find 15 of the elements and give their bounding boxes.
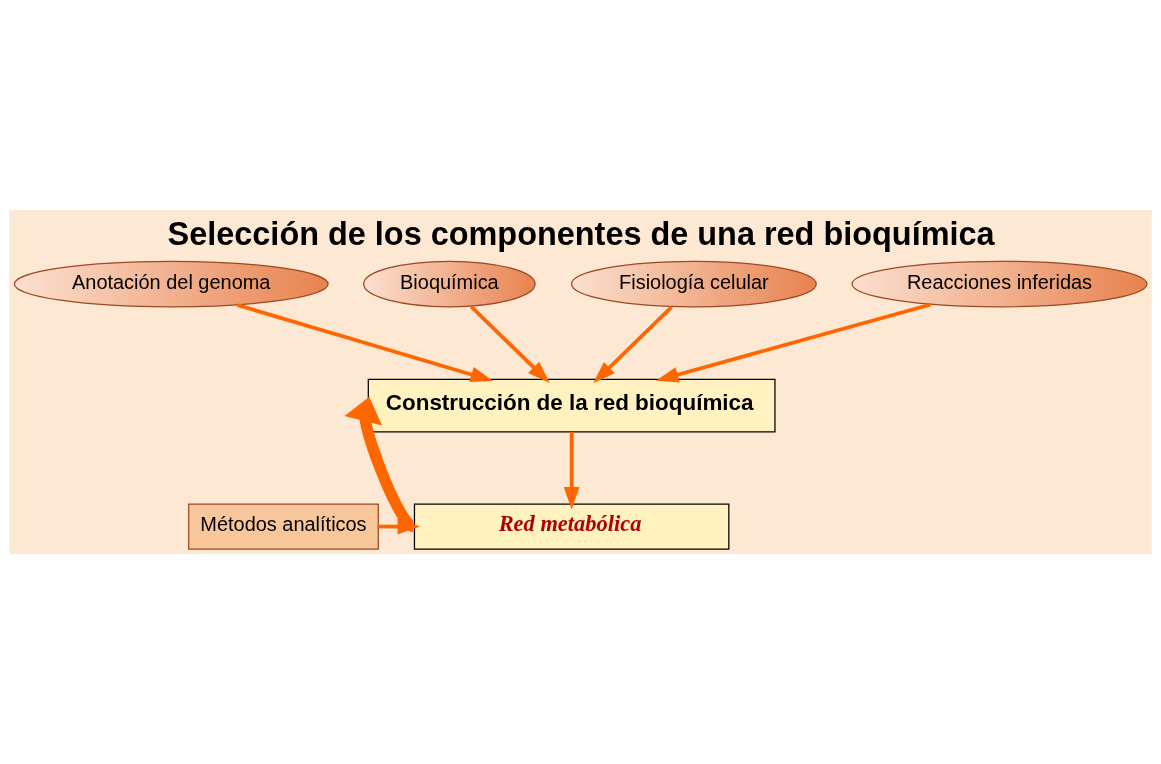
diagram-title: Selección de los componentes de una red bioquímica — [167, 215, 995, 252]
node-box: Red metabólica — [413, 503, 730, 550]
node-ellipse: Fisiología celular — [570, 260, 817, 308]
arrow — [469, 305, 550, 384]
node-ellipse: Anotación del genoma — [13, 260, 329, 308]
arrow — [593, 305, 673, 384]
arrow — [655, 302, 932, 383]
node-ellipse: Reacciones inferidas — [851, 260, 1148, 308]
arrow — [236, 303, 494, 383]
arrow — [378, 518, 421, 535]
node-box: Métodos analíticos — [188, 503, 379, 550]
arrow — [344, 396, 416, 532]
node-box: Construcción de la red bioquímica — [367, 378, 776, 433]
arrow — [563, 431, 580, 510]
node-ellipse: Bioquímica — [363, 260, 536, 308]
